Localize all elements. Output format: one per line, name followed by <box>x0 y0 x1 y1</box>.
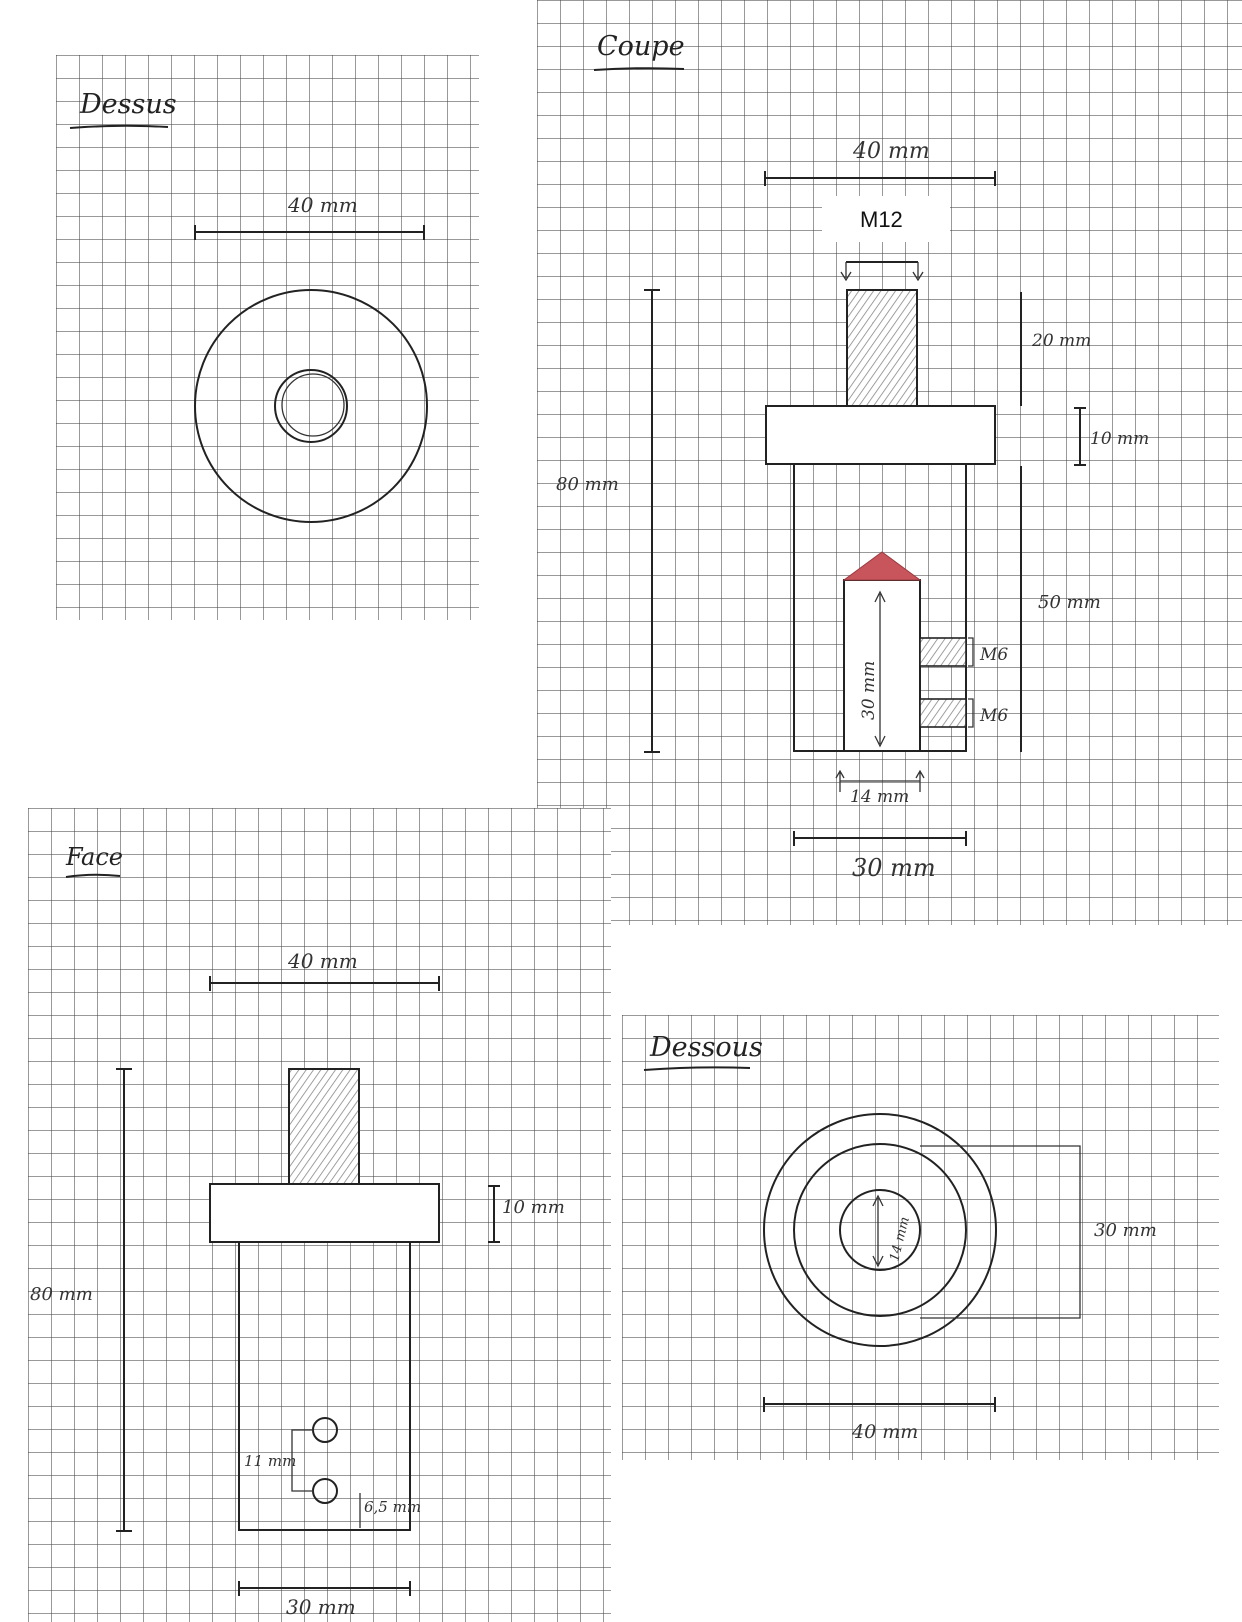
screw-hole-lower <box>312 1478 338 1504</box>
flange <box>765 405 996 465</box>
view-title-face: Face <box>65 843 123 871</box>
dim-label-height-total: 80 mm <box>30 1284 93 1305</box>
dim-label-body-width: 30 mm <box>286 1595 356 1619</box>
view-title-dessous: Dessous <box>649 1032 763 1063</box>
screw-bracket-1 <box>968 637 974 667</box>
inner-circle <box>839 1189 921 1271</box>
sheet-bottom <box>622 1015 1219 1460</box>
sheet-top-left <box>56 55 479 620</box>
view-title-coupe: Coupe <box>597 31 685 62</box>
dim-arrow-bottom <box>872 1255 884 1268</box>
dim-label-stud-height: 20 mm <box>1031 331 1091 351</box>
title-underline <box>593 67 685 71</box>
middle-circle <box>793 1143 967 1317</box>
sheet-section <box>537 0 1242 925</box>
dim-box-middle-diameter <box>920 1145 1081 1319</box>
thread-dim-arrow-right <box>912 262 924 282</box>
hole-spacing-bracket <box>291 1429 314 1492</box>
view-top-left: Dessus 40 mm <box>69 89 428 523</box>
screw-label-2: M6 <box>979 706 1008 726</box>
dim-arrow-top <box>872 1194 884 1207</box>
threaded-stud <box>846 289 918 407</box>
bore-depth-arrow-top <box>874 590 886 603</box>
dim-label-flange-height: 10 mm <box>1090 429 1149 449</box>
title-underline <box>643 1066 751 1071</box>
dim-arrow-right <box>915 769 925 792</box>
dim-label-bore-width: 14 mm <box>850 787 909 807</box>
inner-circle-edge <box>281 373 345 437</box>
inner-circle <box>274 369 348 443</box>
screw-bracket-2 <box>968 698 974 728</box>
bore-depth-arrow-bottom <box>874 735 886 748</box>
outer-circle <box>194 289 428 523</box>
thread-dim-arrow-left <box>840 262 852 282</box>
dim-label-flange-height: 10 mm <box>502 1197 565 1218</box>
screw-hole-upper <box>312 1417 338 1443</box>
screw-label-1: M6 <box>979 645 1008 665</box>
dim-label-body-height: 50 mm <box>1038 592 1101 613</box>
dim-label-width-top: 40 mm <box>852 139 930 164</box>
view-bottom: Dessous 14 mm 30 mm 40 mm <box>643 1032 1157 1443</box>
dim-label-inner-diameter: 14 mm <box>887 1215 913 1263</box>
dim-label-outer-diameter: 40 mm <box>851 1421 918 1443</box>
dim-label-width: 40 mm <box>287 193 358 217</box>
flange <box>209 1183 440 1243</box>
drill-cone <box>842 551 922 581</box>
threaded-stud <box>288 1068 360 1186</box>
view-front: Face 40 mm 10 mm 80 mm 11 mm 6,5 mm 30 m… <box>30 843 565 1619</box>
outer-circle <box>763 1113 997 1347</box>
body-outline <box>238 1242 411 1531</box>
view-title-dessus: Dessus <box>79 89 177 120</box>
dim-label-width: 40 mm <box>287 949 358 973</box>
screw-hole-1 <box>919 637 967 667</box>
screw-hole-2 <box>919 698 967 728</box>
dim-label-middle-diameter: 30 mm <box>1094 1220 1157 1241</box>
dim-label-body-width: 30 mm <box>852 854 936 882</box>
view-section: Coupe 40 mm M12 30 mm M6 M6 80 mm 20 mm <box>556 31 1149 882</box>
bore-depth-label: 30 mm <box>859 661 879 720</box>
thread-label-box <box>822 196 950 242</box>
dim-label-hole-offset: 6,5 mm <box>364 1498 421 1516</box>
bore <box>843 579 921 752</box>
dim-label-hole-spacing: 11 mm <box>244 1452 296 1470</box>
title-underline <box>69 124 169 129</box>
title-underline <box>65 873 121 878</box>
thread-label: M12 <box>860 207 903 232</box>
dim-label-height-total: 80 mm <box>556 474 619 495</box>
dim-arrow-left <box>835 769 845 792</box>
